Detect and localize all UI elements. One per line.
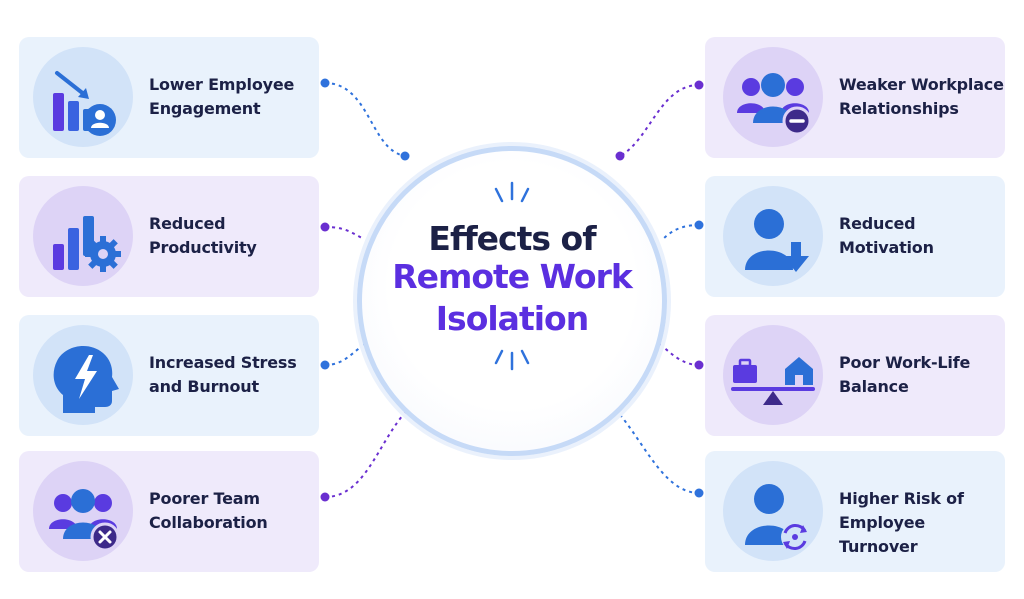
bar-chart-gear-icon [33,186,133,286]
center-title-line-2: Remote Work [392,257,633,296]
burst-lines-top-icon [494,181,530,203]
connector-dot [694,80,704,90]
connector-right-2 [661,224,700,241]
connector-right-4 [606,400,700,494]
connector-right-1 [619,84,700,157]
center-title-line-1: Effects of [428,219,596,258]
connector-dot [615,151,625,161]
user-refresh-icon [723,461,823,561]
connector-dot [400,151,410,161]
group-minus-icon [723,47,823,147]
connector-dot [320,360,330,370]
chart-down-user-icon [33,47,133,147]
center-title-line-3: Isolation [435,299,589,338]
briefcase-home-scale-icon [723,325,823,425]
head-lightning-icon [33,325,133,425]
team-x-icon [33,461,133,561]
burst-lines-bottom-icon [494,349,530,371]
connector-dot [694,488,704,498]
connector-left-4 [324,400,418,498]
connector-dot [320,492,330,502]
user-down-arrow-icon [723,186,823,286]
connector-dot [320,222,330,232]
connector-dot [694,360,704,370]
connector-right-3 [654,339,700,366]
connector-left-1 [324,82,406,157]
center-hub: Effects of Remote Work Isolation [357,146,667,456]
connector-dot [694,220,704,230]
connector-left-2 [324,226,363,239]
connector-dot [320,78,330,88]
